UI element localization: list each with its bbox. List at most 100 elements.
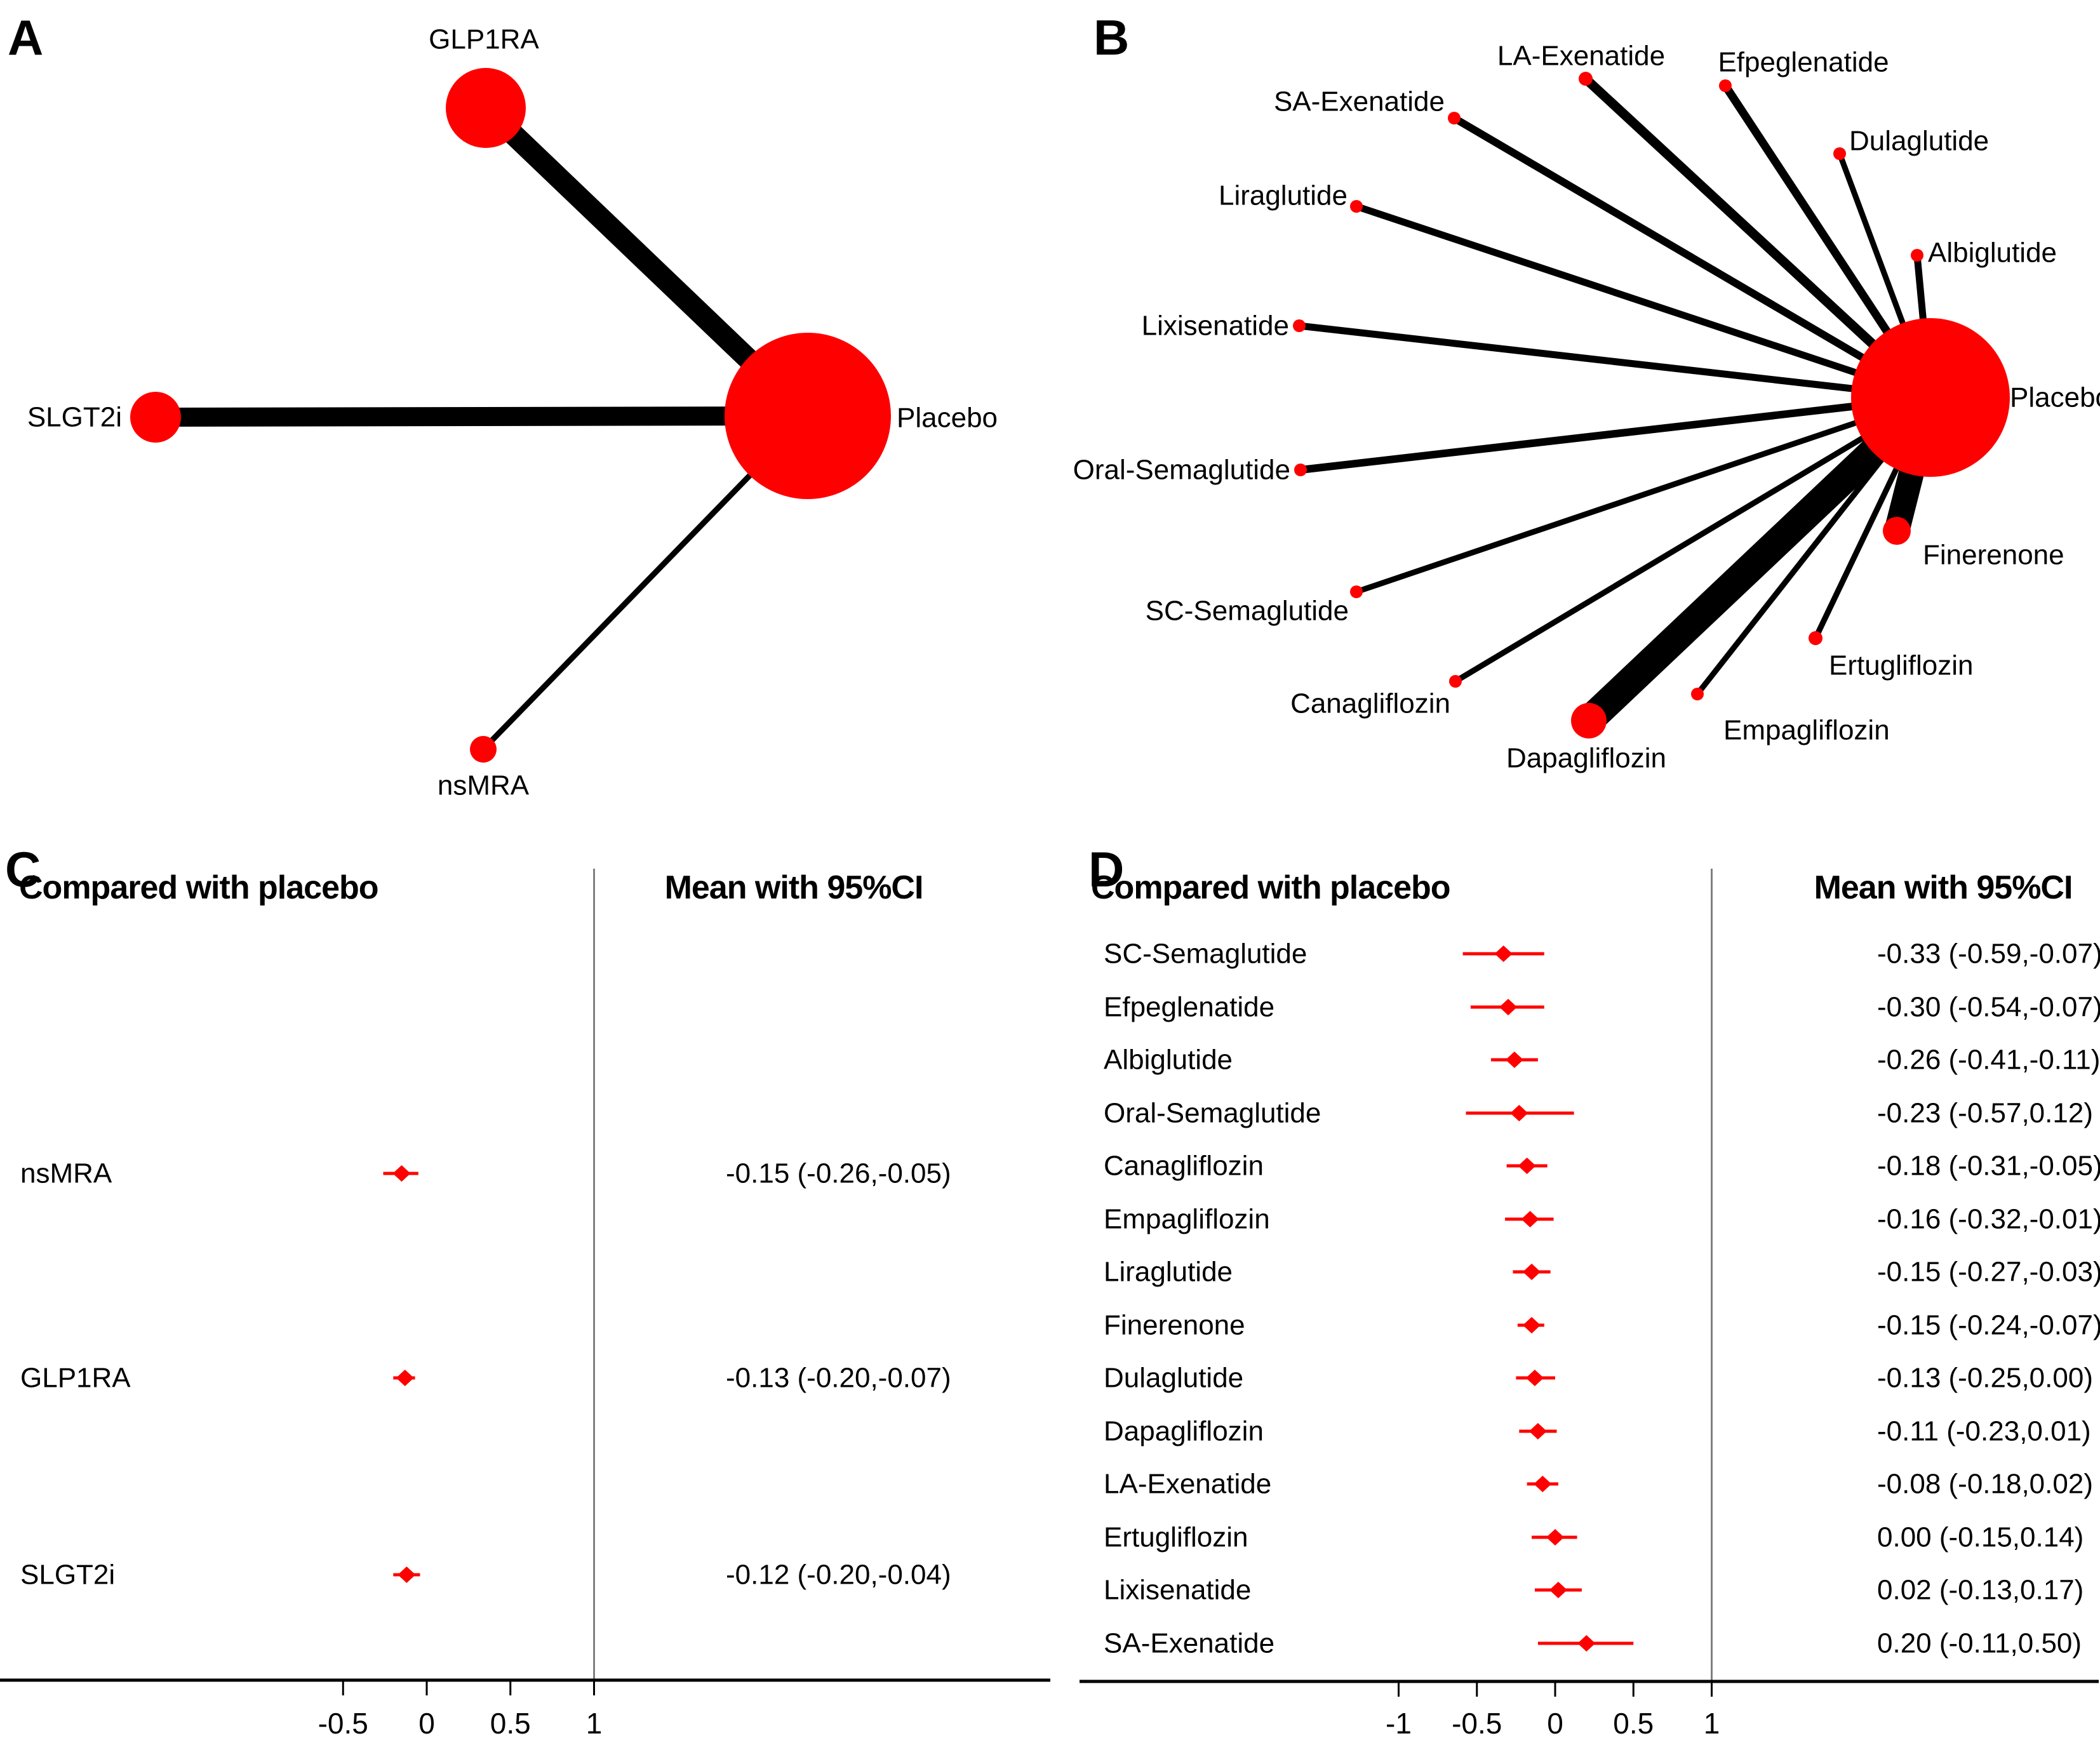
forest-row-label: Dulaglutide [1104,1363,1243,1394]
column-header-mean-ci: Mean with 95%CI [1814,869,2073,906]
mean-diamond-marker [398,1566,416,1583]
network-node-label: Oral-Semaglutide [1073,455,1290,486]
forest-row-value: -0.16 (-0.32,-0.01) [1877,1204,2100,1235]
network-edge [1299,322,1931,401]
column-header-mean-ci: Mean with 95%CI [665,869,923,906]
forest-row-label: Ertugliflozin [1104,1522,1248,1553]
mean-diamond-marker [1528,1423,1547,1439]
forest-row-label: Empagliflozin [1104,1204,1270,1235]
network-node [1293,319,1306,332]
mean-diamond-marker [1523,1264,1541,1280]
forest-row-label: SLGT2i [20,1560,115,1591]
forest-row-value: 0.02 (-0.13,0.17) [1877,1575,2083,1606]
mean-diamond-marker [1505,1052,1523,1068]
network-node-label: Lixisenatide [1142,311,1289,342]
x-axis-tick-label: 1 [586,1707,603,1740]
forest-row-value: -0.33 (-0.59,-0.07) [1877,938,2100,970]
network-node-label: Placebo [897,403,998,434]
x-axis-tick-label: 0.5 [490,1707,531,1740]
network-edge [1300,394,1931,474]
x-axis-tick-label: 0.5 [1613,1707,1654,1740]
network-node [1719,79,1732,92]
network-node-label: LA-Exenatide [1497,41,1665,72]
mean-diamond-marker [392,1165,411,1182]
forest-row-value: -0.23 (-0.57,0.12) [1877,1098,2093,1129]
mean-diamond-marker [1494,945,1513,962]
forest-row-label: Finerenone [1104,1310,1245,1341]
network-node [1833,147,1846,160]
network-node-label: GLP1RA [429,24,539,55]
forest-row-value: -0.12 (-0.20,-0.04) [726,1560,951,1591]
network-node-label: Efpeglenatide [1718,47,1889,78]
forest-row-value: -0.30 (-0.54,-0.07) [1877,992,2100,1023]
mean-diamond-marker [1546,1529,1564,1546]
network-node-label: SA-Exenatide [1274,86,1445,117]
mean-diamond-marker [1499,999,1518,1015]
forest-row-label: Oral-Semaglutide [1104,1098,1321,1129]
x-axis-tick-label: -1 [1386,1707,1412,1740]
forest-row-label: nsMRA [20,1158,112,1189]
forest-row-value: -0.15 (-0.27,-0.03) [1877,1257,2100,1288]
column-header-comparison: Compared with placebo [19,869,378,906]
network-edge [1355,203,1932,401]
network-node-label: nsMRA [438,770,530,801]
network-node-label: Canagliflozin [1290,688,1450,719]
mean-diamond-marker [1549,1582,1567,1598]
network-edge [1355,394,1932,595]
network-node [1809,631,1822,645]
x-axis-tick-label: -0.5 [1452,1707,1502,1740]
forest-row-value: -0.26 (-0.41,-0.11) [1877,1045,2100,1076]
mean-diamond-marker [1523,1317,1541,1333]
mean-diamond-marker [1577,1635,1596,1652]
network-node [1448,112,1461,124]
forest-row-label: Efpeglenatide [1104,992,1274,1023]
forest-row-label: Lixisenatide [1104,1575,1251,1606]
forest-row-value: 0.00 (-0.15,0.14) [1877,1522,2083,1553]
forest-row-label: SC-Semaglutide [1104,938,1307,970]
forest-row-label: Dapagliflozin [1104,1416,1264,1447]
network-node-label: Dapagliflozin [1506,743,1666,774]
network-node-label: Empagliflozin [1723,715,1890,746]
mean-diamond-marker [1518,1158,1536,1174]
network-node [1691,688,1704,700]
column-header-comparison: Compared with placebo [1091,869,1450,906]
network-node [1350,585,1363,598]
network-node-label: Placebo [2010,382,2100,413]
x-axis-tick-label: 1 [1704,1707,1720,1740]
mean-diamond-marker [1521,1211,1539,1227]
panel-b-network-diagram: B Placebo LA-Exenatide EfpeglenatideSA-Exen… [1073,10,2100,774]
forest-row-label: Canagliflozin [1104,1151,1264,1182]
forest-row-label: LA-Exenatide [1104,1469,1271,1500]
network-node [1579,72,1593,86]
forest-row-value: -0.11 (-0.23,0.01) [1877,1416,2091,1447]
network-node [130,392,181,443]
network-node [1571,703,1607,738]
forest-row-value: -0.08 (-0.18,0.02) [1877,1469,2093,1500]
network-node [725,333,891,499]
network-edge [1454,395,1932,684]
network-node [1449,675,1462,688]
panel-letter: A [8,10,43,65]
forest-row-value: -0.13 (-0.25,0.00) [1877,1363,2093,1394]
network-node [1294,464,1307,476]
forest-row-label: Albiglutide [1104,1045,1233,1076]
forest-row-value: -0.18 (-0.31,-0.05) [1877,1151,2100,1182]
network-node [1851,318,2010,477]
forest-row-label: SA-Exenatide [1104,1628,1274,1659]
panel-letter: B [1093,10,1129,65]
mean-diamond-marker [1510,1105,1528,1121]
forest-row-value: 0.20 (-0.11,0.50) [1877,1628,2082,1659]
x-axis-tick-label: 0 [418,1707,435,1740]
network-edge [155,406,808,427]
panel-letter: D [1088,841,1124,897]
x-axis-tick-label: 0 [1547,1707,1563,1740]
network-node [1911,249,1923,262]
mean-diamond-marker [396,1370,414,1386]
forest-row-label: Liraglutide [1104,1257,1233,1288]
network-node [1883,517,1911,545]
network-edge [1452,114,1933,401]
forest-row-value: -0.15 (-0.24,-0.07) [1877,1310,2100,1341]
